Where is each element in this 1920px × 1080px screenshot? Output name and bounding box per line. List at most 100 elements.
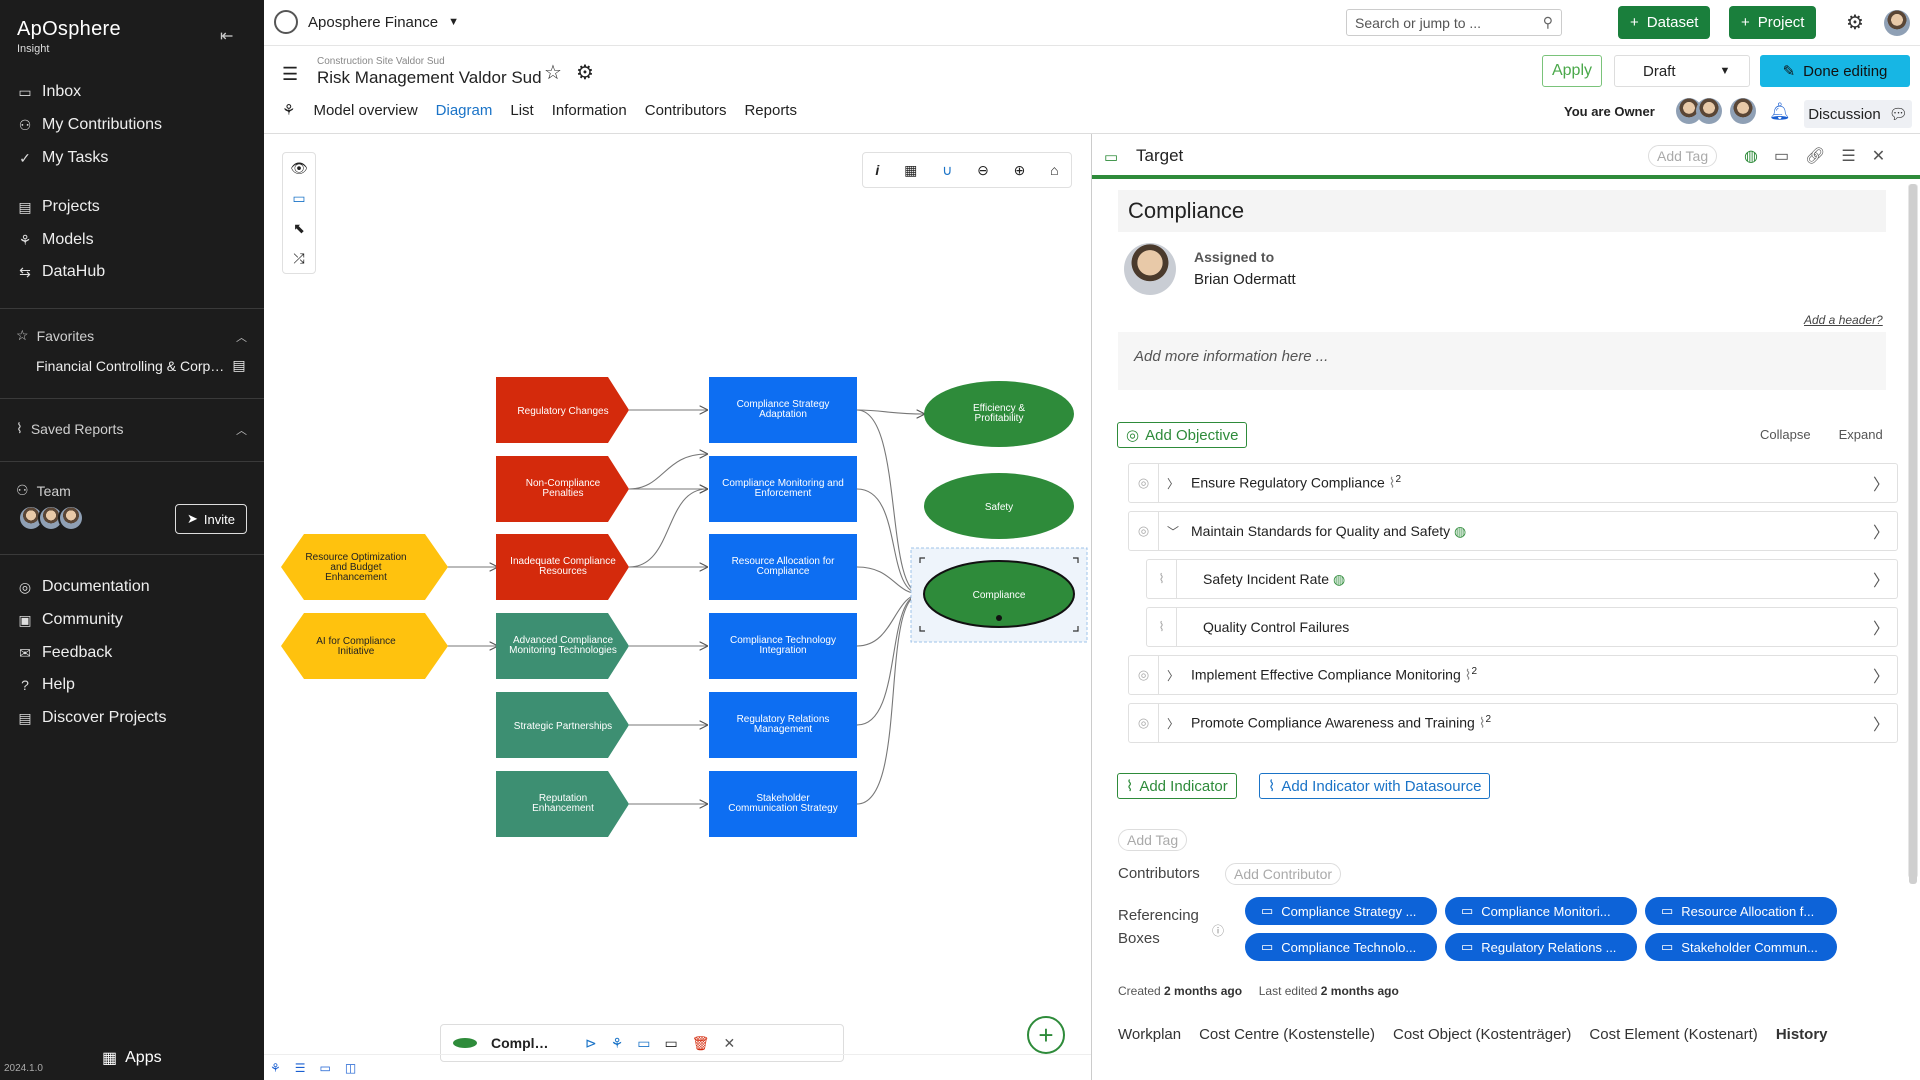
chevron-up-icon[interactable]: ︿ <box>236 332 247 344</box>
card-icon[interactable]: ▭ <box>637 1034 651 1051</box>
chevron-right-icon[interactable]: 〉 <box>1873 621 1890 638</box>
status-select[interactable]: Draft▼ <box>1614 55 1750 87</box>
link-icon[interactable]: 🔗︎ <box>1805 148 1826 165</box>
add-indicator-datasource-button[interactable]: ⌇Add Indicator with Datasource <box>1259 773 1491 799</box>
home-icon[interactable]: ⌂ <box>1050 162 1059 178</box>
tab-history[interactable]: History <box>1775 1026 1828 1043</box>
chevron-right-icon[interactable]: 〉 <box>1167 476 1180 491</box>
favorite-item[interactable]: Financial Controlling & Corp…▤ <box>36 357 246 374</box>
tab-information[interactable]: Information <box>551 101 627 119</box>
add-dataset-button[interactable]: +Dataset <box>1618 6 1711 39</box>
tab-cost-centre[interactable]: Cost Centre (Kostenstelle) <box>1199 1026 1375 1043</box>
chevron-right-icon[interactable]: 〉 <box>1873 525 1890 542</box>
menu-icon[interactable]: ☰ <box>282 64 299 84</box>
indicator-row[interactable]: ⌇ Quality Control Failures 〉 <box>1146 607 1898 647</box>
chevron-down-icon[interactable]: ﹀ <box>1167 524 1180 539</box>
breadcrumb[interactable]: Construction Site Valdor Sud <box>317 56 445 67</box>
nav-documentation[interactable]: ◎Documentation <box>16 578 150 596</box>
chevron-up-icon[interactable]: ︿ <box>236 425 247 437</box>
avatar[interactable] <box>1696 98 1722 124</box>
objective-row[interactable]: ◎〉 Promote Compliance Awareness and Trai… <box>1128 703 1898 743</box>
scrollbar[interactable] <box>1908 184 1918 884</box>
chevron-right-icon[interactable]: 〉 <box>1167 716 1180 731</box>
collapse-sidebar-icon[interactable]: ⇤ <box>220 28 234 45</box>
node-red-1[interactable]: Regulatory Changes <box>496 377 629 443</box>
reference-chip[interactable]: ▭Stakeholder Commun... <box>1645 933 1837 961</box>
nav-models[interactable]: ⚘Models <box>16 231 94 249</box>
resize-handles[interactable] <box>919 557 1079 632</box>
tab-model-overview[interactable]: Model overview <box>313 101 418 119</box>
objective-row[interactable]: ◎〉 Ensure Regulatory Compliance ⌇2 〉 <box>1128 463 1898 503</box>
favorites-header[interactable]: ☆Favorites <box>16 327 94 344</box>
eye-icon[interactable]: 👁︎ <box>290 159 308 176</box>
assignee-name[interactable]: Brian Odermatt <box>1194 271 1296 288</box>
avatar[interactable] <box>1730 98 1756 124</box>
zoom-in-icon[interactable]: ⊕ <box>1013 161 1026 178</box>
reference-chip[interactable]: ▭Compliance Monitori... <box>1445 897 1637 925</box>
collapse-link[interactable]: Collapse <box>1760 427 1811 442</box>
reference-chip[interactable]: ▭Regulatory Relations ... <box>1445 933 1637 961</box>
tab-cost-element[interactable]: Cost Element (Kostenart) <box>1589 1026 1758 1043</box>
fingerprint-icon[interactable]: ◍ <box>1744 148 1758 165</box>
nav-projects[interactable]: ▤Projects <box>16 198 99 216</box>
trash-icon[interactable]: 🗑︎ <box>691 1034 710 1051</box>
chevron-right-icon[interactable]: 〉 <box>1167 668 1180 683</box>
saved-reports-header[interactable]: ⌇Saved Reports <box>16 420 123 437</box>
magnet-icon[interactable]: ∪ <box>942 161 953 178</box>
add-objective-button[interactable]: ◎Add Objective <box>1117 422 1248 448</box>
tab-list[interactable]: List <box>510 101 534 119</box>
target-name-field[interactable]: Compliance <box>1118 190 1886 232</box>
add-indicator-button[interactable]: ⌇Add Indicator <box>1117 773 1237 799</box>
discussion-button[interactable]: Discussion💬︎ <box>1804 100 1912 128</box>
add-project-button[interactable]: +Project <box>1729 6 1817 39</box>
objective-row[interactable]: ◎﹀ Maintain Standards for Quality and Sa… <box>1128 511 1898 551</box>
reference-chip[interactable]: ▭Resource Allocation f... <box>1645 897 1837 925</box>
info-icon[interactable]: ⓘ <box>1212 924 1225 938</box>
add-tag-button[interactable]: Add Tag <box>1648 145 1718 167</box>
columns-icon[interactable]: ◫ <box>344 1061 357 1075</box>
chevron-right-icon[interactable]: 〉 <box>1873 573 1890 590</box>
apply-button[interactable]: Apply <box>1542 55 1602 87</box>
tab-cost-object[interactable]: Cost Object (Kostenträger) <box>1393 1026 1572 1043</box>
nav-my-contributions[interactable]: ⚇My Contributions <box>16 116 162 134</box>
info-icon[interactable]: i <box>875 162 880 178</box>
chevron-right-icon[interactable]: ⊳ <box>585 1034 597 1051</box>
node-green-3-selected[interactable]: Compliance <box>910 547 1088 643</box>
org-switcher[interactable]: Aposphere Finance ▼ <box>274 10 459 34</box>
indicator-row[interactable]: ⌇ Safety Incident Rate ◍ 〉 <box>1146 559 1898 599</box>
nav-help[interactable]: ?Help <box>16 676 75 694</box>
chevron-right-icon[interactable]: 〉 <box>1873 717 1890 734</box>
diagram-icon[interactable]: ⚘ <box>270 1061 281 1075</box>
search-input[interactable]: Search or jump to ...⚲ <box>1346 9 1562 36</box>
gear-icon[interactable]: ⚙ <box>575 62 594 84</box>
chevron-right-icon[interactable]: 〉 <box>1873 477 1890 494</box>
nav-my-tasks[interactable]: ✓My Tasks <box>16 149 108 167</box>
table-icon[interactable]: ▦ <box>904 161 918 178</box>
user-avatar[interactable] <box>1884 10 1910 36</box>
node-teal-2[interactable]: Strategic Partnerships <box>496 692 629 758</box>
settings-gear-icon[interactable]: ⚙ <box>1846 12 1864 34</box>
nav-community[interactable]: ▣Community <box>16 611 123 629</box>
objective-row[interactable]: ◎〉 Implement Effective Compliance Monito… <box>1128 655 1898 695</box>
sitemap-icon[interactable]: ⚘ <box>610 1034 624 1051</box>
menu-icon[interactable]: ☰ <box>1841 148 1856 165</box>
invite-button[interactable]: ➤Invite <box>175 504 247 534</box>
copy-icon[interactable]: ▭ <box>664 1034 678 1051</box>
nav-feedback[interactable]: ✉Feedback <box>16 644 112 662</box>
info-field[interactable]: Add more information here ... <box>1118 332 1886 390</box>
card-icon[interactable]: ▭ <box>1773 148 1790 165</box>
team-avatars[interactable] <box>18 505 84 531</box>
reference-chip[interactable]: ▭Compliance Technolo... <box>1245 933 1437 961</box>
node-green-2[interactable]: Safety <box>924 473 1074 539</box>
